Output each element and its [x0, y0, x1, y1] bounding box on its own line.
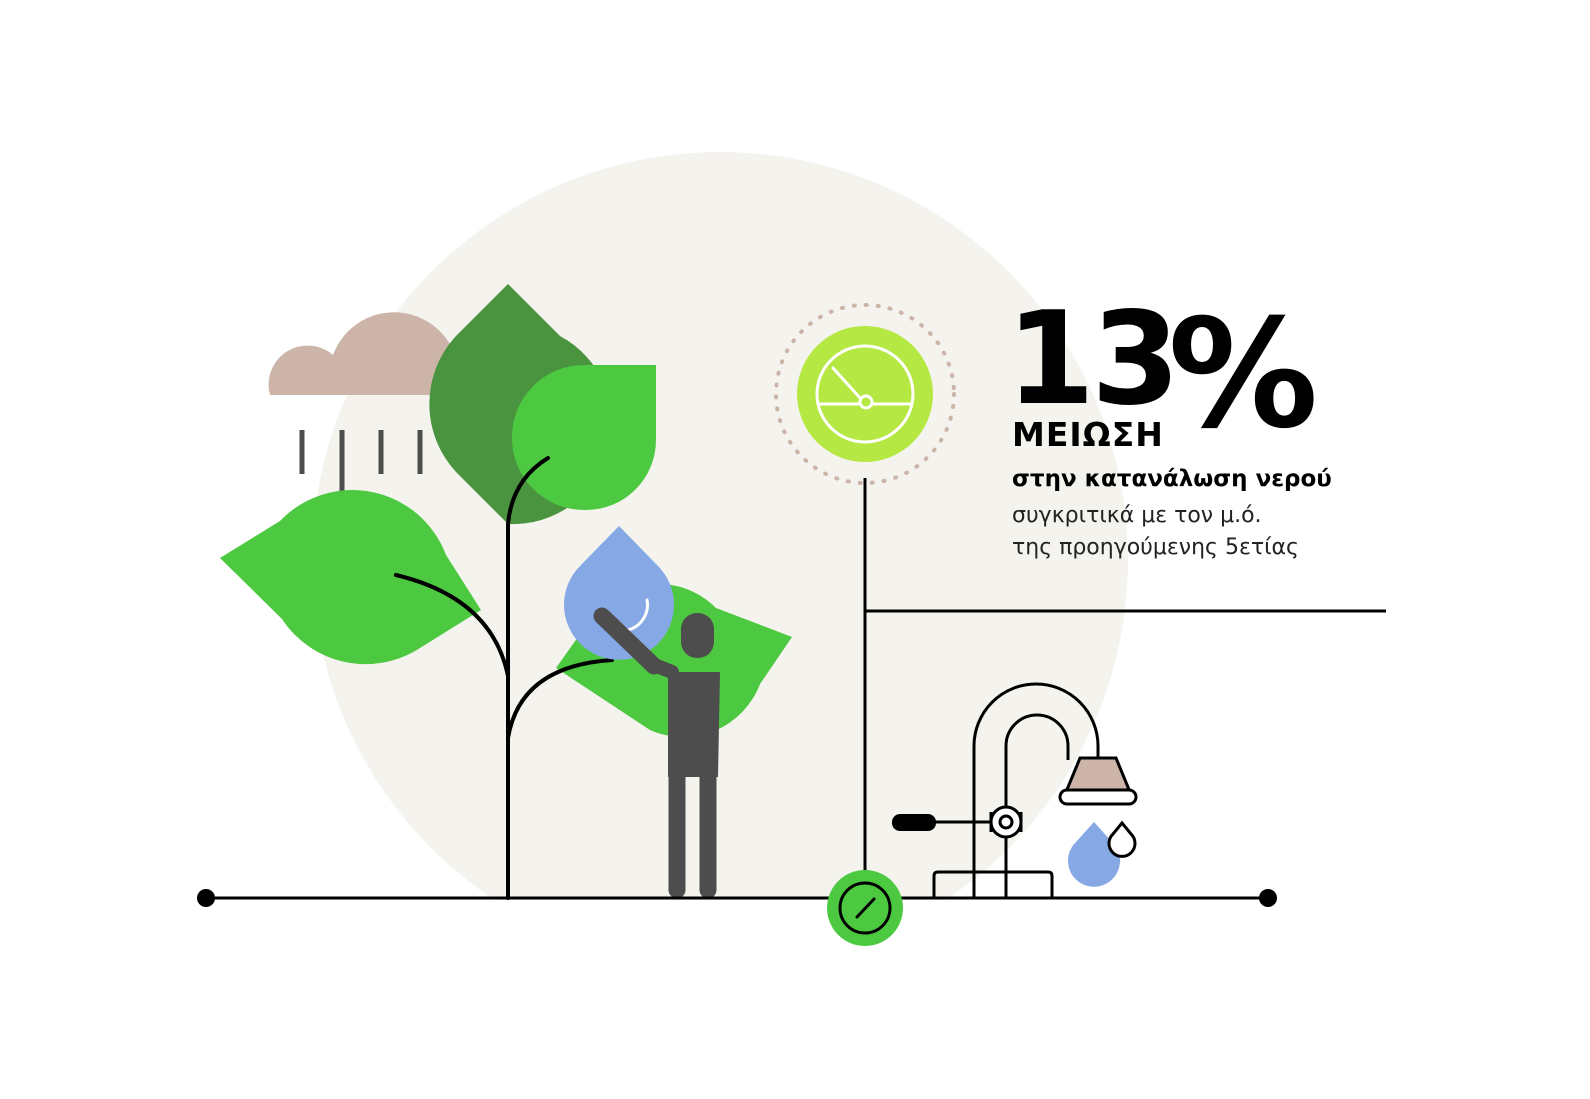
gauge-icon: [774, 303, 956, 485]
stat-description-line: συγκριτικά με τον μ.ό.: [1012, 503, 1262, 528]
stat-percent: %: [1168, 288, 1319, 462]
ground-mask: [0, 900, 1590, 1099]
leaf-left: [220, 490, 481, 665]
person-icon: [593, 607, 720, 899]
plant-stems: [394, 456, 614, 900]
falling-drops: [1068, 820, 1137, 887]
shower-icon: [1058, 756, 1138, 806]
tap-handle: [892, 814, 936, 831]
stat-description: συγκριτικά με τον μ.ό. της προηγούμενης …: [1012, 500, 1299, 564]
stat-subtitle: στην κατανάλωση νερού: [1012, 466, 1332, 492]
leaf-top-right: [512, 365, 656, 510]
stat-number: 13: [1006, 285, 1180, 434]
check-badge-icon: [827, 870, 903, 946]
water-drop-icon: [564, 526, 674, 660]
ground-line: [197, 889, 1277, 907]
stat-label: ΜΕΙΩΣΗ: [1012, 415, 1164, 454]
stat-description-line: της προηγούμενης 5ετίας: [1012, 535, 1299, 560]
tap-icon: [932, 682, 1100, 898]
cloud-icon: [268, 312, 460, 395]
